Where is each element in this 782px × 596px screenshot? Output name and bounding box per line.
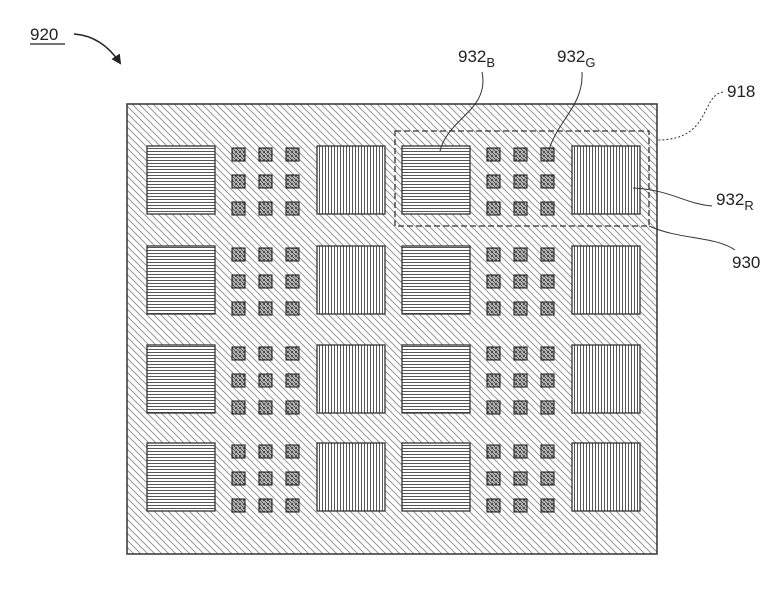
green-subpixel: [259, 275, 272, 288]
green-subpixel: [514, 175, 527, 188]
green-subpixel: [259, 175, 272, 188]
green-subpixel: [286, 401, 299, 414]
blue-subpixel: [147, 345, 215, 413]
green-subpixel: [541, 347, 554, 360]
green-subpixel: [286, 302, 299, 315]
substrate-leader: [657, 92, 723, 140]
pixel-group-label: 930: [732, 253, 760, 272]
green-subpixel: [487, 148, 500, 161]
green-subpixel-label: 932G: [557, 47, 596, 70]
green-subpixel: [286, 499, 299, 512]
green-subpixel: [514, 302, 527, 315]
green-subpixel: [487, 175, 500, 188]
blue-subpixel: [147, 146, 215, 214]
green-subpixel: [541, 499, 554, 512]
blue-subpixel: [147, 246, 215, 314]
green-subpixel: [487, 472, 500, 485]
red-subpixel-label: 932R: [716, 190, 754, 213]
green-subpixel: [487, 401, 500, 414]
green-subpixel: [232, 401, 245, 414]
red-subpixel: [317, 246, 385, 314]
green-subpixel: [286, 347, 299, 360]
green-subpixel: [487, 374, 500, 387]
green-subpixel: [259, 248, 272, 261]
blue-subpixel: [402, 443, 470, 511]
green-subpixel: [259, 374, 272, 387]
green-subpixel: [541, 175, 554, 188]
green-subpixel: [259, 202, 272, 215]
green-subpixel: [514, 148, 527, 161]
green-subpixel: [541, 202, 554, 215]
green-subpixel: [487, 347, 500, 360]
green-subpixel: [232, 275, 245, 288]
green-subpixel: [232, 302, 245, 315]
blue-subpixel: [147, 443, 215, 511]
red-subpixel: [317, 345, 385, 413]
green-subpixel: [286, 175, 299, 188]
green-subpixel: [286, 248, 299, 261]
green-subpixel: [259, 347, 272, 360]
red-subpixel: [572, 146, 640, 214]
green-subpixel: [541, 374, 554, 387]
red-subpixel: [572, 443, 640, 511]
green-subpixel: [514, 472, 527, 485]
green-subpixel: [286, 148, 299, 161]
green-subpixel: [541, 445, 554, 458]
green-subpixel: [514, 248, 527, 261]
blue-subpixel: [402, 246, 470, 314]
green-subpixel: [514, 202, 527, 215]
red-subpixel: [317, 443, 385, 511]
red-subpixel: [317, 146, 385, 214]
green-subpixel: [259, 401, 272, 414]
green-subpixel: [487, 302, 500, 315]
figure-reference-arrow: [74, 34, 120, 63]
green-subpixel: [541, 302, 554, 315]
green-subpixel: [487, 248, 500, 261]
green-subpixel: [286, 374, 299, 387]
green-subpixel: [541, 248, 554, 261]
green-subpixel: [286, 275, 299, 288]
red-subpixel: [572, 345, 640, 413]
blue-subpixel: [402, 345, 470, 413]
pixel-group-leader: [649, 226, 735, 250]
green-subpixel: [232, 347, 245, 360]
green-subpixel: [541, 275, 554, 288]
green-subpixel: [232, 175, 245, 188]
green-subpixel: [232, 445, 245, 458]
blue-subpixel: [402, 146, 470, 214]
green-subpixel: [232, 148, 245, 161]
green-subpixel: [259, 472, 272, 485]
green-subpixel: [541, 472, 554, 485]
figure-reference-label: 920: [30, 25, 58, 44]
green-subpixel: [232, 202, 245, 215]
green-subpixel: [259, 445, 272, 458]
green-subpixel: [514, 499, 527, 512]
green-subpixel: [487, 275, 500, 288]
green-subpixel: [259, 148, 272, 161]
green-subpixel: [259, 499, 272, 512]
green-subpixel: [259, 302, 272, 315]
green-subpixel: [541, 401, 554, 414]
green-subpixel: [487, 499, 500, 512]
green-subpixel: [232, 499, 245, 512]
green-subpixel: [487, 202, 500, 215]
green-subpixel: [286, 202, 299, 215]
green-subpixel: [514, 347, 527, 360]
red-subpixel: [572, 246, 640, 314]
green-subpixel: [541, 148, 554, 161]
green-subpixel: [514, 374, 527, 387]
green-subpixel: [514, 275, 527, 288]
green-subpixel: [232, 472, 245, 485]
blue-subpixel-label: 932B: [458, 47, 495, 70]
green-subpixel: [514, 401, 527, 414]
green-subpixel: [286, 472, 299, 485]
substrate-label: 918: [727, 82, 755, 101]
green-subpixel: [232, 248, 245, 261]
green-subpixel: [514, 445, 527, 458]
green-subpixel: [487, 445, 500, 458]
green-subpixel: [232, 374, 245, 387]
green-subpixel: [286, 445, 299, 458]
